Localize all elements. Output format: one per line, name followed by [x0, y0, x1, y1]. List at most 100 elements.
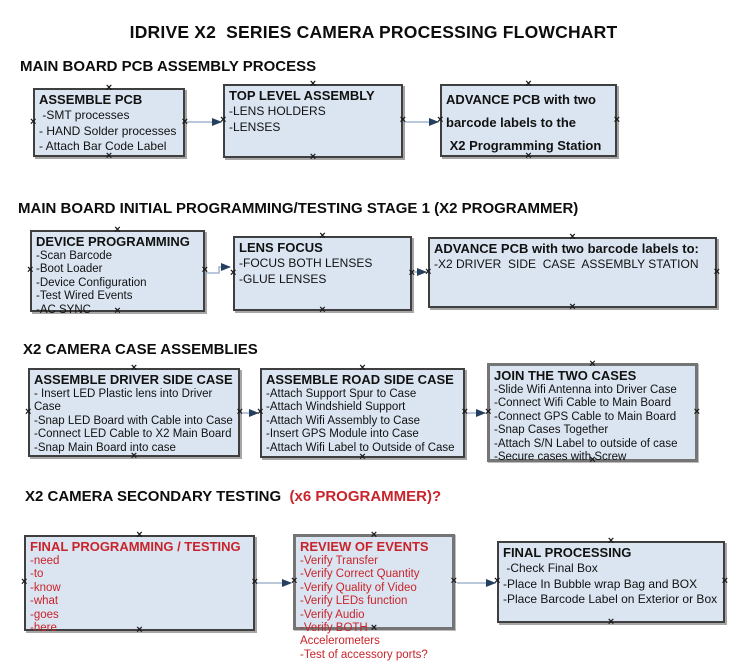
- section-heading-secondary-testing: X2 CAMERA SECONDARY TESTING (x6 PROGRAMM…: [25, 488, 441, 505]
- connection-handle-icon: ×: [399, 113, 406, 126]
- arrow-deviceprog-to-lensfocus: [205, 263, 231, 274]
- flow-box-final-programming-testing: FINAL PROGRAMMING / TESTING -need-to-kno…: [21, 530, 258, 636]
- box-title: FINAL PROCESSING: [503, 545, 632, 560]
- flow-box-review-of-events: REVIEW OF EVENTS -Verify Transfer-Verify…: [291, 530, 457, 661]
- box-item: -Verify Transfer: [300, 555, 378, 567]
- box-title: ADVANCE PCB with two barcode labels to t…: [446, 92, 600, 130]
- box-item: - Attach Bar Code Label: [39, 139, 167, 153]
- section-heading-text: X2 CAMERA CASE ASSEMBLIES: [23, 341, 258, 358]
- box-item: -AC SYNC: [36, 303, 91, 316]
- connection-handle-icon: ×: [257, 405, 264, 418]
- box-item: -here: [30, 622, 57, 635]
- box-items: -X2 DRIVER SIDE CASE ASSEMBLY STATION: [434, 257, 711, 273]
- flow-box-assemble-road-side-case: ASSEMBLE ROAD SIDE CASE -Attach Support …: [257, 363, 468, 463]
- connection-handle-icon: ×: [461, 405, 468, 418]
- box-item: -know: [30, 581, 61, 594]
- box-item: -Scan Barcode: [36, 250, 113, 262]
- box-item: -Slide Wifi Antenna into Driver Case: [494, 384, 677, 396]
- connection-handle-icon: ×: [251, 575, 258, 588]
- box-item: -Verify Correct Quantity: [300, 568, 420, 581]
- connection-handle-icon: ×: [713, 265, 720, 278]
- box-item: -Verify Quality of Video: [300, 581, 417, 594]
- box-item: -Test of accessory ports?: [300, 648, 428, 661]
- flow-box-final-processing: FINAL PROCESSING -Check Final Box-Place …: [494, 536, 728, 628]
- box-item: -Attach Wifi Label to Outside of Case: [266, 441, 455, 454]
- box-item: -SMT processes: [39, 108, 130, 122]
- box-title: LENS FOCUS: [239, 240, 323, 255]
- box-items: -Scan Barcode-Boot Loader-Device Configu…: [36, 250, 199, 317]
- box-item: -Attach S/N Label to outside of case: [494, 437, 678, 450]
- flow-box-join-the-two-cases: JOIN THE TWO CASES -Slide Wifi Antenna i…: [485, 359, 700, 466]
- flow-box-assemble-driver-side-case: ASSEMBLE DRIVER SIDE CASE - Insert LED P…: [25, 363, 243, 462]
- box-item: X2 Programming Station: [446, 138, 602, 153]
- box-item: - Insert LED Plastic lens into Driver Ca…: [34, 388, 216, 414]
- section-heading-text: MAIN BOARD INITIAL PROGRAMMING/TESTING S…: [18, 200, 579, 217]
- box-title: ASSEMBLE PCB: [39, 92, 143, 107]
- connection-handle-icon: ×: [607, 616, 615, 628]
- box-item: -Snap LED Board with Cable into Case: [34, 414, 233, 427]
- connection-handle-icon: ×: [291, 574, 298, 587]
- connection-handle-icon: ×: [425, 265, 432, 278]
- box-item: -Attach Windshield Support: [266, 401, 406, 414]
- box-item: -Insert GPS Module into Case: [266, 428, 419, 441]
- section-heading-case-assemblies: X2 CAMERA CASE ASSEMBLIES: [23, 341, 258, 358]
- box-item: -Attach Support Spur to Case: [266, 388, 417, 400]
- box-title: ASSEMBLE ROAD SIDE CASE: [266, 372, 454, 387]
- box-item: -LENS HOLDERS: [229, 104, 326, 118]
- box-item: -Boot Loader: [36, 263, 103, 276]
- flow-box-assemble-pcb: ASSEMBLE PCB -SMT processes- HAND Solder…: [30, 83, 188, 162]
- connection-handle-icon: ×: [437, 113, 444, 126]
- box-item: -Check Final Box: [503, 561, 598, 575]
- flow-box-top-level-assembly: TOP LEVEL ASSEMBLY -LENS HOLDERS-LENSES …: [220, 79, 406, 163]
- connection-handle-icon: ×: [201, 263, 208, 276]
- box-title: TOP LEVEL ASSEMBLY: [229, 88, 375, 103]
- box-items: - Insert LED Plastic lens into Driver Ca…: [34, 388, 234, 455]
- box-item: -what: [30, 595, 59, 608]
- box-title: ADVANCE PCB with two barcode labels to:: [434, 241, 699, 256]
- box-item: -Connect Wifi Cable to Main Board: [494, 397, 672, 410]
- box-item: -Attach Wifi Assembly to Case: [266, 414, 421, 427]
- connection-handle-icon: ×: [319, 304, 326, 316]
- section-heading-text: MAIN BOARD PCB ASSEMBLY PROCESS: [20, 58, 317, 75]
- box-item: -Test Wired Events: [36, 290, 133, 303]
- section-heading-pcb-assembly: MAIN BOARD PCB ASSEMBLY PROCESS: [20, 58, 316, 75]
- box-item: -Place In Bubble wrap Bag and BOX: [503, 576, 698, 591]
- section-heading-initial-programming: MAIN BOARD INITIAL PROGRAMMING/TESTING S…: [18, 200, 578, 217]
- connection-handle-icon: ×: [230, 266, 237, 279]
- flow-box-lens-focus: LENS FOCUS -FOCUS BOTH LENSES-GLUE LENSE…: [230, 231, 415, 316]
- box-item: -X2 DRIVER SIDE CASE ASSEMBLY STATION: [434, 257, 699, 271]
- box-title: FINAL PROGRAMMING / TESTING: [30, 539, 241, 554]
- box-items: -need-to-know-what-goes-here: [30, 555, 249, 635]
- connection-handle-icon: ×: [25, 405, 32, 418]
- box-item: -need: [30, 555, 60, 567]
- box-title: ASSEMBLE DRIVER SIDE CASE: [34, 372, 233, 387]
- connection-handle-icon: ×: [613, 113, 620, 126]
- box-title: JOIN THE TWO CASES: [494, 368, 637, 383]
- connection-handle-icon: ×: [21, 575, 28, 588]
- connection-handle-icon: ×: [450, 574, 457, 587]
- box-item: - HAND Solder processes: [39, 123, 177, 138]
- box-item: -goes: [30, 608, 59, 621]
- box-title: REVIEW OF EVENTS: [300, 539, 429, 554]
- box-items: -Slide Wifi Antenna into Driver Case-Con…: [494, 384, 691, 464]
- box-items: -Attach Support Spur to Case-Attach Wind…: [266, 388, 459, 455]
- section-heading-red-text: (x6 PROGRAMMER)?: [289, 488, 442, 505]
- connection-handle-icon: ×: [27, 263, 34, 276]
- box-title: DEVICE PROGRAMMING: [36, 234, 190, 249]
- connection-handle-icon: ×: [693, 405, 700, 418]
- box-item: -Place Barcode Label on Exterior or Box: [503, 592, 718, 606]
- connection-handle-icon: ×: [30, 115, 37, 128]
- box-item: -Device Configuration: [36, 276, 147, 289]
- connection-handle-icon: ×: [485, 405, 492, 418]
- flow-box-advance-pcb-programming-station: ADVANCE PCB with two barcode labels to t…: [437, 79, 620, 162]
- box-item: -Secure cases with Screw: [494, 451, 627, 464]
- box-item: -to: [30, 568, 44, 581]
- connection-handle-icon: ×: [220, 113, 227, 126]
- box-items: -FOCUS BOTH LENSES-GLUE LENSES: [239, 256, 406, 287]
- box-item: -Snap Cases Together: [494, 424, 609, 437]
- connection-handle-icon: ×: [236, 405, 243, 418]
- flow-box-advance-pcb-case-assembly: ADVANCE PCB with two barcode labels to: …: [425, 232, 720, 313]
- box-item: -Connect GPS Cable to Main Board: [494, 410, 677, 423]
- section-heading-text: X2 CAMERA SECONDARY TESTING: [25, 488, 290, 505]
